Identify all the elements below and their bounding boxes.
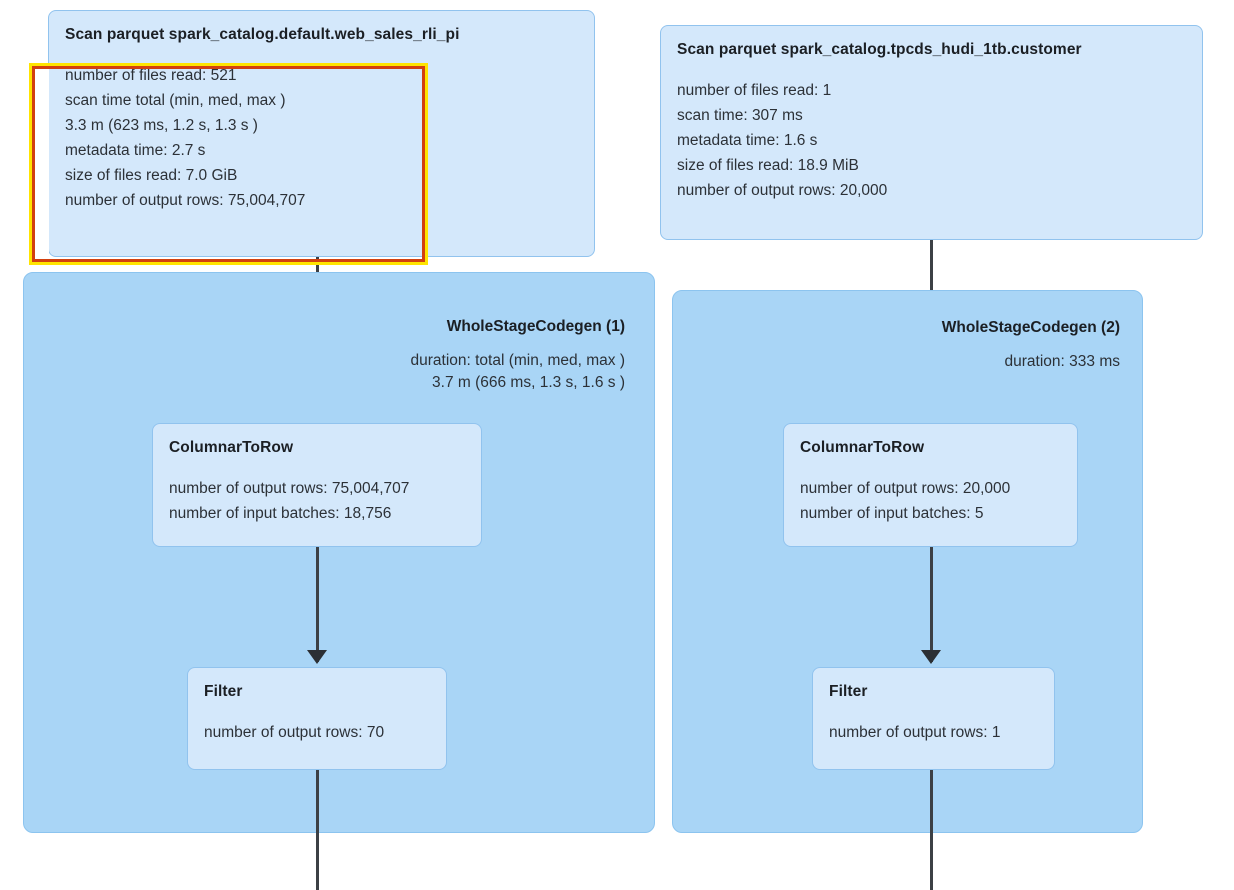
metric-line: number of output rows: 70 — [204, 724, 385, 741]
edge-filter-right-downstream — [930, 770, 933, 890]
metric-line: number of output rows: 75,004,707 — [169, 480, 410, 497]
metric-line: scan time: 307 ms — [677, 107, 803, 124]
node-title: ColumnarToRow — [169, 439, 294, 456]
metric-line: number of files read: 521 — [65, 67, 237, 84]
metric-line: number of input batches: 18,756 — [169, 505, 392, 522]
node-metrics: number of files read: 1 scan time: 307 m… — [677, 78, 1186, 203]
edge-columnartorow-to-filter-left — [316, 547, 319, 662]
stage-metrics: duration: 333 ms — [740, 351, 1120, 373]
node-title: Scan parquet spark_catalog.default.web_s… — [65, 26, 460, 43]
arrowhead-columnartorow-to-filter-right — [921, 650, 941, 664]
arrowhead-columnartorow-to-filter-left — [307, 650, 327, 664]
highlight-background-sliver — [35, 68, 49, 258]
node-metrics: number of output rows: 70 — [204, 720, 430, 745]
node-filter-right[interactable]: Filter number of output rows: 1 — [812, 667, 1055, 770]
edge-filter-left-downstream — [316, 770, 319, 890]
metric-line: number of output rows: 1 — [829, 724, 1001, 741]
metric-line: number of output rows: 75,004,707 — [65, 192, 306, 209]
node-title: ColumnarToRow — [800, 439, 925, 456]
node-metrics: number of output rows: 1 — [829, 720, 1038, 745]
metric-line: metadata time: 2.7 s — [65, 142, 206, 159]
node-scan-web-sales-rli-pi[interactable]: Scan parquet spark_catalog.default.web_s… — [48, 10, 595, 257]
stage-title: WholeStageCodegen (2) — [941, 319, 1120, 336]
node-title: Scan parquet spark_catalog.tpcds_hudi_1t… — [677, 41, 1082, 58]
metric-line: duration: 333 ms — [1004, 353, 1120, 370]
metric-line: 3.7 m (666 ms, 1.3 s, 1.6 s ) — [432, 374, 625, 391]
metric-line: size of files read: 7.0 GiB — [65, 167, 238, 184]
node-filter-left[interactable]: Filter number of output rows: 70 — [187, 667, 447, 770]
node-metrics: number of output rows: 75,004,707 number… — [169, 476, 465, 526]
edge-columnartorow-to-filter-right — [930, 547, 933, 662]
node-columnartorow-left[interactable]: ColumnarToRow number of output rows: 75,… — [152, 423, 482, 547]
stage-2-header: WholeStageCodegen (2) duration: 333 ms — [740, 317, 1120, 373]
stage-title: WholeStageCodegen (1) — [446, 318, 625, 335]
node-columnartorow-right[interactable]: ColumnarToRow number of output rows: 20,… — [783, 423, 1078, 547]
metric-line: scan time total (min, med, max ) — [65, 92, 286, 109]
node-metrics: number of files read: 521 scan time tota… — [65, 63, 578, 213]
metric-line: metadata time: 1.6 s — [677, 132, 818, 149]
metric-line: size of files read: 18.9 MiB — [677, 157, 859, 174]
metric-line: 3.3 m (623 ms, 1.2 s, 1.3 s ) — [65, 117, 258, 134]
stage-1-header: WholeStageCodegen (1) duration: total (m… — [255, 316, 626, 394]
node-title: Filter — [829, 683, 868, 700]
node-scan-customer[interactable]: Scan parquet spark_catalog.tpcds_hudi_1t… — [660, 25, 1203, 240]
metric-line: number of output rows: 20,000 — [677, 182, 888, 199]
metric-line: number of files read: 1 — [677, 82, 832, 99]
metric-line: number of output rows: 20,000 — [800, 480, 1011, 497]
metric-line: duration: total (min, med, max ) — [410, 352, 626, 369]
node-metrics: number of output rows: 20,000 number of … — [800, 476, 1061, 526]
stage-metrics: duration: total (min, med, max ) 3.7 m (… — [255, 350, 626, 394]
node-title: Filter — [204, 683, 243, 700]
metric-line: number of input batches: 5 — [800, 505, 984, 522]
